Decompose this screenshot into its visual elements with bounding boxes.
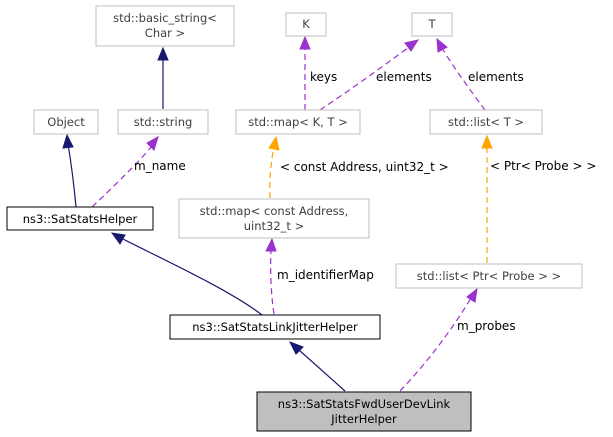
node-k-label: K [302,17,310,31]
node-basic-string[interactable]: std::basic_string< Char > [95,5,235,47]
node-sat-stats-helper[interactable]: ns3::SatStatsHelper [6,206,154,231]
node-map-k-t[interactable]: std::map< K, T > [235,109,361,135]
edge-k-to-map [299,35,311,110]
label-map-template: < const Address, uint32_t > [280,160,449,174]
node-k[interactable]: K [285,12,327,37]
node-object-label: Object [47,115,85,129]
label-m-name: m_name [134,159,186,173]
node-fwd-user-dev-line1: ns3::SatStatsFwdUserDevLink [278,397,451,411]
node-map-k-t-label: std::map< K, T > [248,115,348,129]
label-elements-map: elements [376,70,432,84]
node-map-address[interactable]: std::map< const Address, uint32_t > [178,198,370,239]
node-basic-string-line1: std::basic_string< [113,11,217,25]
node-std-string[interactable]: std::string [117,109,209,135]
edge-string-to-helper [91,135,159,208]
edge-list-template [481,134,493,263]
node-list-probe[interactable]: std::list< Ptr< Probe > > [395,263,583,289]
edge-helper-to-link-jitter [110,232,263,316]
node-object[interactable]: Object [33,109,99,135]
node-std-string-label: std::string [134,115,193,129]
node-link-jitter-helper[interactable]: ns3::SatStatsLinkJitterHelper [169,314,381,340]
node-list-probe-label: std::list< Ptr< Probe > > [417,269,561,283]
node-link-jitter-helper-label: ns3::SatStatsLinkJitterHelper [192,320,358,334]
edge-map-template [268,135,280,199]
label-list-template: < Ptr< Probe > > [490,159,596,173]
label-keys: keys [310,70,337,84]
edge-link-jitter-to-fwd [288,341,346,392]
edge-basic-string-to-string [157,46,169,109]
edge-list-probe-to-fwd [399,287,478,392]
edge-t-to-map [319,39,420,111]
node-basic-string-line2: Char > [145,26,185,40]
node-map-address-line2: uint32_t > [244,219,304,233]
edge-t-to-list [436,37,486,111]
node-t[interactable]: T [411,12,453,37]
node-map-address-line1: std::map< const Address, [200,204,349,218]
node-list-t-label: std::list< T > [448,115,524,129]
label-m-probes: m_probes [457,319,516,333]
label-m-identifier-map: m_identifierMap [277,268,374,282]
node-fwd-user-dev-line2: JitterHelper [330,412,397,426]
edge-object-to-helper [62,133,77,208]
node-t-label: T [427,17,436,31]
edge-map-address-to-link-jitter [265,237,277,315]
node-fwd-user-dev-link-jitter-helper[interactable]: ns3::SatStatsFwdUserDevLink JitterHelper [256,391,472,432]
node-list-t[interactable]: std::list< T > [429,109,543,135]
label-elements-list: elements [468,70,524,84]
node-sat-stats-helper-label: ns3::SatStatsHelper [23,212,138,226]
